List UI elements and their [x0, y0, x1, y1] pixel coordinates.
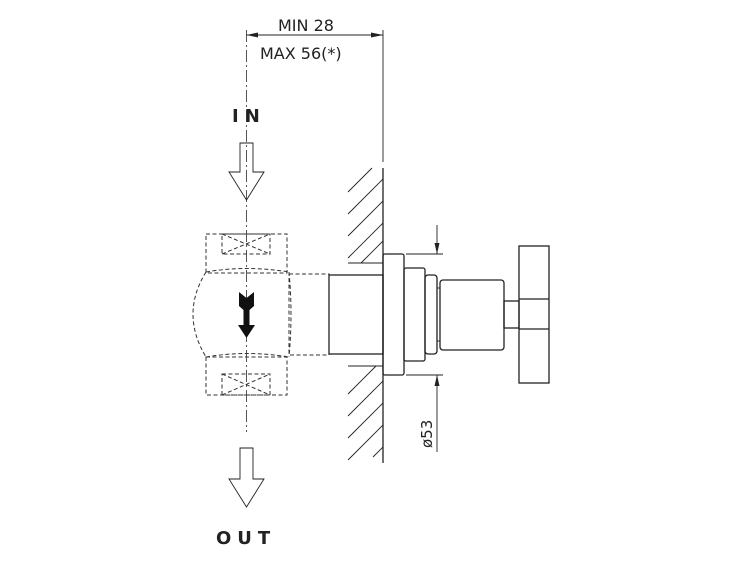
dim-min-label: MIN 28	[278, 16, 334, 35]
depth-dimension: MIN 28 MAX 56(*)	[246, 16, 384, 162]
flow-direction-arrow-icon	[238, 292, 255, 338]
inlet-arrow-icon	[228, 142, 265, 201]
valve-trim	[328, 245, 550, 384]
wall-section	[347, 167, 384, 463]
inlet-label: IN	[232, 106, 266, 127]
flange	[382, 253, 405, 376]
cap	[439, 279, 505, 351]
diameter-dimension: ø53	[406, 225, 443, 452]
diameter-label: ø53	[418, 420, 436, 448]
sleeve	[328, 274, 384, 355]
cross-handle	[518, 245, 550, 384]
stem	[503, 300, 520, 329]
hidden-valve-body	[192, 233, 330, 396]
dim-max-label: MAX 56(*)	[260, 44, 342, 63]
outlet-arrow-icon	[228, 447, 265, 508]
outlet-label: OUT	[216, 528, 276, 549]
